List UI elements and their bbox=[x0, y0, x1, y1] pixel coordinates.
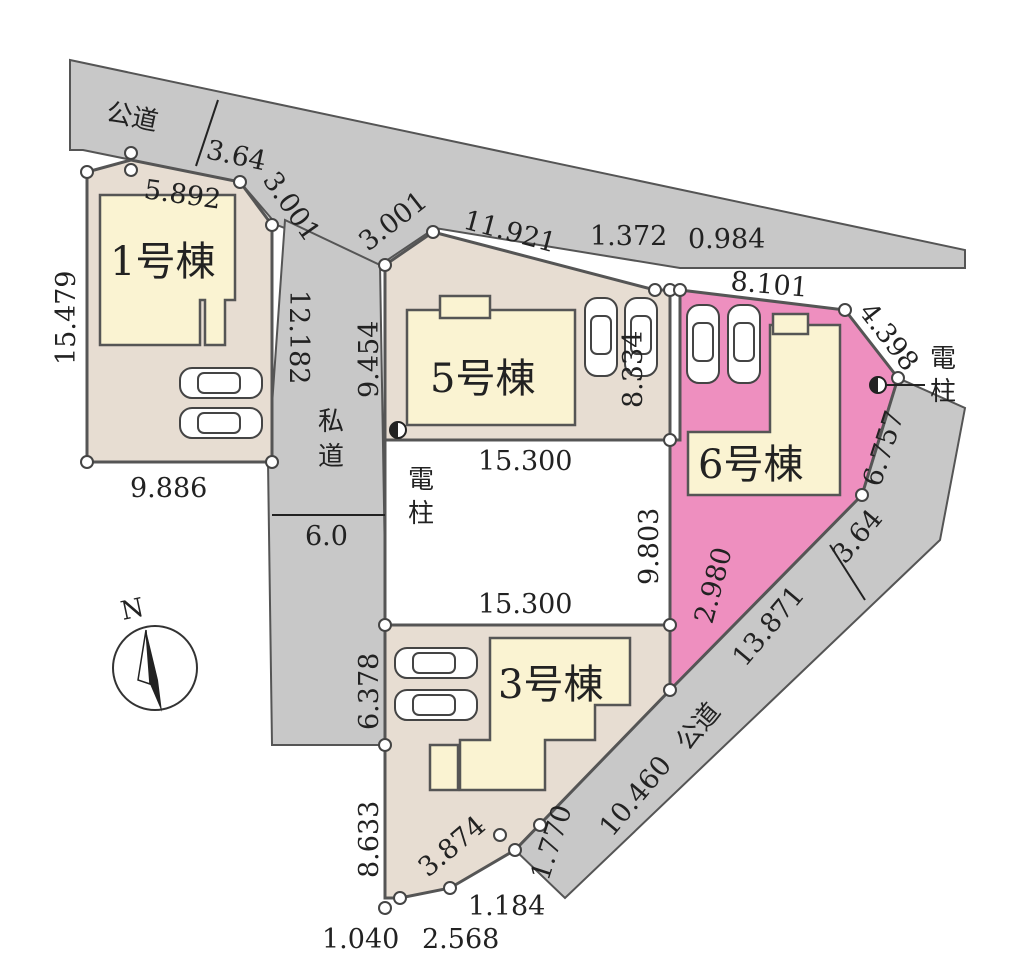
car-lot1-b bbox=[179, 407, 263, 439]
dim-8334: 8.334 bbox=[618, 331, 649, 408]
width-arrow-top bbox=[195, 99, 219, 167]
house-6-annex bbox=[771, 312, 810, 336]
private-road-width: 6.0 bbox=[305, 521, 348, 552]
house-3 bbox=[458, 636, 632, 792]
dim-8633: 8.633 bbox=[354, 801, 385, 878]
dim-1040: 1.040 bbox=[322, 924, 399, 955]
dim-9454: 9.454 bbox=[354, 321, 385, 398]
pole-right-label-1: 電 bbox=[930, 344, 956, 374]
boundary-points bbox=[80, 146, 905, 915]
dim-15300a: 15.300 bbox=[478, 446, 572, 477]
lot-5-label: 5号棟 bbox=[430, 356, 535, 402]
dim-8101: 8.101 bbox=[729, 266, 809, 304]
dim-15300b: 15.300 bbox=[478, 589, 572, 620]
lot-6-label: 6号棟 bbox=[698, 442, 803, 488]
pole-center-label-1: 電 bbox=[408, 465, 434, 495]
pole-icon-right bbox=[869, 376, 925, 394]
house-5-annex bbox=[438, 294, 492, 320]
private-road-label-1: 私 bbox=[318, 407, 344, 437]
car-lot6-b bbox=[727, 304, 761, 384]
house-6 bbox=[686, 323, 842, 497]
car-lot5-b bbox=[624, 297, 658, 377]
pole-icon-center bbox=[389, 421, 407, 439]
width-arrow-right bbox=[829, 544, 866, 601]
dim-6378: 6.378 bbox=[354, 653, 385, 730]
dim-12182: 12.182 bbox=[283, 290, 314, 384]
lot-1-label: 1号棟 bbox=[110, 239, 215, 285]
pole-center-label-2: 柱 bbox=[408, 499, 434, 529]
car-lot6-a bbox=[686, 304, 720, 384]
pole-right-label-2: 柱 bbox=[930, 377, 956, 407]
car-lot3-b bbox=[394, 689, 478, 721]
dim-15479: 15.479 bbox=[51, 271, 82, 365]
car-lot5-a bbox=[584, 297, 618, 377]
car-lot1-a bbox=[179, 367, 263, 399]
house-5 bbox=[405, 308, 577, 427]
car-lot3-a bbox=[394, 647, 478, 679]
dim-1372: 1.372 bbox=[590, 221, 667, 252]
dim-1184: 1.184 bbox=[468, 891, 545, 922]
dim-9803: 9.803 bbox=[634, 508, 665, 585]
lot-3-label: 3号棟 bbox=[498, 662, 603, 708]
compass-icon bbox=[112, 625, 198, 712]
compass-north-label: N bbox=[118, 593, 146, 627]
private-road-label-2: 道 bbox=[318, 442, 344, 472]
house-1 bbox=[98, 193, 237, 347]
dim-2568: 2.568 bbox=[422, 924, 499, 955]
house-3-annex bbox=[428, 743, 460, 792]
dim-0984: 0.984 bbox=[688, 224, 765, 255]
dim-9886: 9.886 bbox=[130, 473, 207, 504]
